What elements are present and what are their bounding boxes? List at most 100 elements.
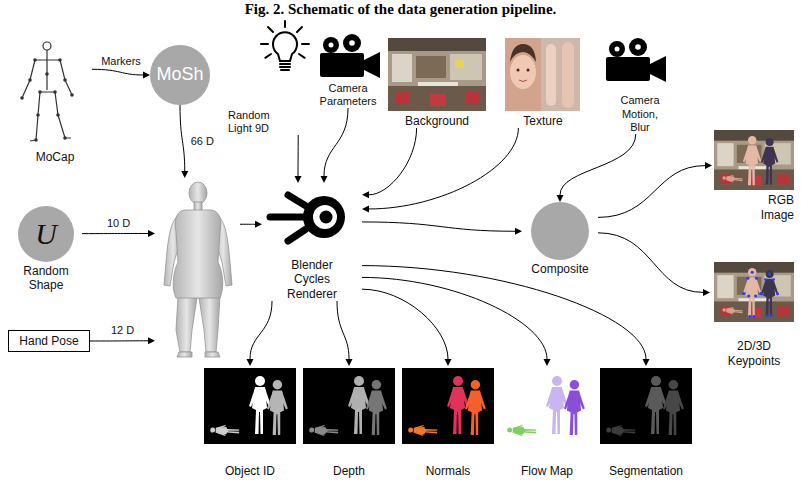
object-id-image	[204, 368, 296, 444]
background-photo	[388, 38, 486, 111]
output-image: Normals	[402, 366, 494, 478]
keypoints-photo	[746, 277, 749, 280]
arrow-head	[181, 171, 188, 178]
node-label: Segmentation	[609, 464, 683, 478]
connector-arrow	[598, 162, 712, 217]
texture-photo	[505, 38, 541, 111]
node-label: Blender Cycles Renderer	[280, 258, 344, 301]
circle-shape: U	[18, 206, 74, 262]
keypoints-photo	[761, 270, 779, 316]
node-label: Camera Parameters	[312, 82, 384, 108]
camera-icon	[364, 52, 380, 78]
mocap-stick-figure	[20, 96, 24, 100]
connector-line	[560, 134, 636, 195]
light-bulb-icon	[280, 64, 290, 70]
camera-icon	[323, 37, 339, 53]
composite-circle: Composite	[522, 202, 598, 279]
background-photo	[388, 38, 486, 111]
arrow-head	[705, 162, 712, 169]
node-label: RGB Image	[752, 193, 794, 222]
connector-arrow	[557, 134, 636, 202]
depth-image	[366, 380, 387, 435]
keypoints-photo	[759, 292, 762, 295]
mocap-stick-figure	[56, 113, 60, 117]
texture-photo	[541, 38, 580, 111]
arrow-head	[515, 228, 522, 235]
texture-photo	[527, 69, 530, 72]
segmentation-image	[663, 380, 684, 435]
texture-photo	[505, 38, 580, 111]
blender-logo	[288, 229, 306, 241]
texture-photo	[510, 55, 536, 89]
texture-photo	[517, 69, 520, 72]
background-image: Background	[386, 36, 488, 128]
output-image: Object ID	[204, 366, 296, 478]
connector-arrow	[362, 222, 522, 235]
connector-line	[90, 340, 148, 341]
texture-photo	[519, 80, 527, 82]
connector-arrow	[92, 69, 150, 78]
blender-logo	[270, 214, 304, 221]
keypoints-photo	[754, 295, 757, 298]
mocap-stick-figure	[20, 58, 74, 142]
mocap-stick-figure	[58, 58, 62, 62]
arrow-head	[295, 176, 302, 183]
texture-image: Texture	[502, 36, 584, 128]
blender-logo	[303, 196, 345, 238]
keypoints-photo	[743, 268, 762, 317]
texture-photo	[510, 44, 536, 62]
mocap-stick-figure	[45, 72, 49, 76]
mocap-stick-figure	[28, 78, 32, 82]
keypoints-photo	[714, 262, 794, 322]
arrow-head	[362, 205, 369, 212]
camera-motion-icon	[615, 47, 620, 52]
connector-arrow	[82, 230, 155, 237]
body-mesh	[164, 182, 232, 357]
segmentation-image	[645, 376, 667, 434]
keypoints-photo	[772, 278, 775, 281]
node-label: MoSh	[156, 64, 203, 86]
node-label: Object ID	[225, 464, 275, 478]
connector-line	[240, 224, 255, 225]
blender-logo	[270, 195, 345, 241]
keypoints-photo	[748, 315, 751, 318]
camera-motion-icon	[606, 57, 650, 81]
texture-photo	[562, 42, 574, 108]
connector-arrow	[180, 105, 188, 178]
edge-label: Markers	[99, 55, 143, 68]
connector-line	[337, 301, 349, 359]
edge-label: 66 D	[189, 135, 216, 148]
body-mesh	[177, 352, 192, 357]
node-label: Texture	[523, 114, 562, 128]
camera-motion-icon	[650, 56, 666, 82]
blender-logo	[270, 195, 306, 241]
edge-label: 10 D	[105, 217, 132, 230]
arrow-head	[445, 359, 452, 366]
keypoints-photo	[770, 314, 773, 317]
object-id-image	[210, 425, 239, 437]
flow-map-image	[564, 380, 585, 435]
arrow-head	[148, 337, 155, 344]
texture-photo	[546, 44, 556, 106]
keypoints-photo	[742, 271, 762, 318]
output-image: Segmentation	[600, 366, 692, 478]
connector-line	[598, 233, 703, 293]
camera-motion-icon	[606, 38, 666, 82]
renderer-logo: Blender Cycles Renderer	[262, 183, 362, 301]
circle-shape	[531, 202, 589, 260]
mocap-stick-figure	[43, 42, 51, 50]
segmentation-image	[606, 425, 635, 437]
light-bulb-icon	[261, 21, 309, 70]
connector-line	[362, 222, 515, 231]
camera-icon	[349, 40, 355, 46]
connector-line	[180, 105, 185, 171]
edge-label: 12 D	[109, 324, 136, 337]
node-label: Camera Motion, Blur	[614, 94, 666, 134]
normals-image	[447, 376, 469, 434]
mocap-stick-figure	[34, 138, 38, 142]
connector-line	[369, 128, 417, 195]
flow-map-image	[507, 425, 536, 437]
blender-logo	[313, 205, 337, 229]
